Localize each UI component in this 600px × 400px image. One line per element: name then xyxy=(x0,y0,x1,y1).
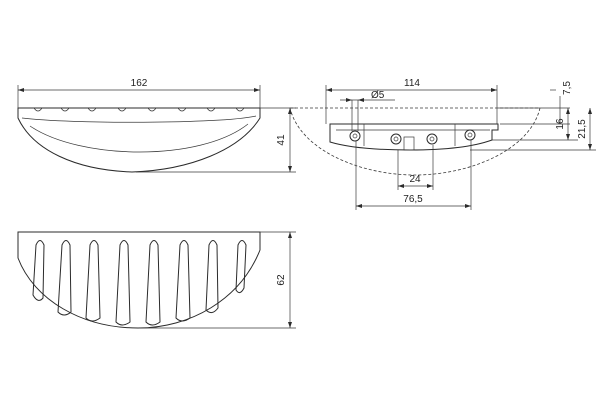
total-height-dimension: 21,5 xyxy=(470,108,596,151)
side-width-label: 114 xyxy=(404,78,420,89)
slot xyxy=(32,240,45,301)
front-view-slot-tips xyxy=(33,107,245,112)
slot-tip xyxy=(60,107,70,112)
bracket-height-label: 16 xyxy=(555,118,566,130)
side-view-envelope xyxy=(289,107,541,176)
screw-core xyxy=(467,132,473,138)
front-view: 162 41 xyxy=(17,78,296,173)
slot xyxy=(205,240,219,314)
bottom-view-shell xyxy=(17,231,261,329)
bottom-view-slots xyxy=(32,240,247,326)
screw-core xyxy=(393,136,399,142)
offset-label: 7,5 xyxy=(562,81,573,95)
bottom-depth-label: 62 xyxy=(276,274,287,286)
slot xyxy=(85,240,101,322)
bracket-height-dimension: 16 xyxy=(492,108,578,141)
screw-core xyxy=(352,133,358,139)
slot-dimension: 24 xyxy=(397,145,434,190)
offset-dimension: 7,5 xyxy=(498,81,573,125)
slot xyxy=(115,240,131,326)
slot-tip xyxy=(117,107,127,112)
screw-core xyxy=(429,136,435,142)
bracket-width-label: 76,5 xyxy=(403,194,423,205)
slot xyxy=(175,240,191,322)
side-width-dimension: 114 xyxy=(325,78,498,124)
screw-hole xyxy=(426,133,438,145)
slot xyxy=(145,240,161,326)
slot xyxy=(57,240,72,316)
bottom-view: 62 xyxy=(17,231,296,329)
slot-tip xyxy=(33,107,43,112)
slot-tip xyxy=(147,107,157,112)
front-height-label: 41 xyxy=(276,134,287,146)
screw-holes xyxy=(349,129,476,145)
front-view-rim xyxy=(21,115,257,123)
bottom-depth-dimension: 62 xyxy=(140,231,296,329)
slot-tip xyxy=(235,107,245,112)
slot-tip xyxy=(177,107,187,112)
screw-hole xyxy=(464,129,476,141)
front-view-shell xyxy=(17,107,261,173)
slot-label: 24 xyxy=(409,174,421,185)
slot-tip xyxy=(206,107,216,112)
bracket-slot xyxy=(403,136,415,151)
side-view: 114 Ø5 7,5 16 xyxy=(289,78,596,210)
hole-diameter-dimension: Ø5 xyxy=(340,90,395,131)
slot xyxy=(235,240,247,294)
slot-tip xyxy=(87,107,97,112)
total-height-label: 21,5 xyxy=(577,119,588,139)
screw-hole xyxy=(349,130,361,142)
screw-hole xyxy=(390,133,402,145)
hole-diameter-label: Ø5 xyxy=(371,90,385,101)
front-width-label: 162 xyxy=(131,78,148,89)
front-view-edge xyxy=(29,123,249,153)
bracket-width-dimension: 76,5 xyxy=(355,140,472,210)
front-width-dimension: 162 xyxy=(17,78,261,108)
